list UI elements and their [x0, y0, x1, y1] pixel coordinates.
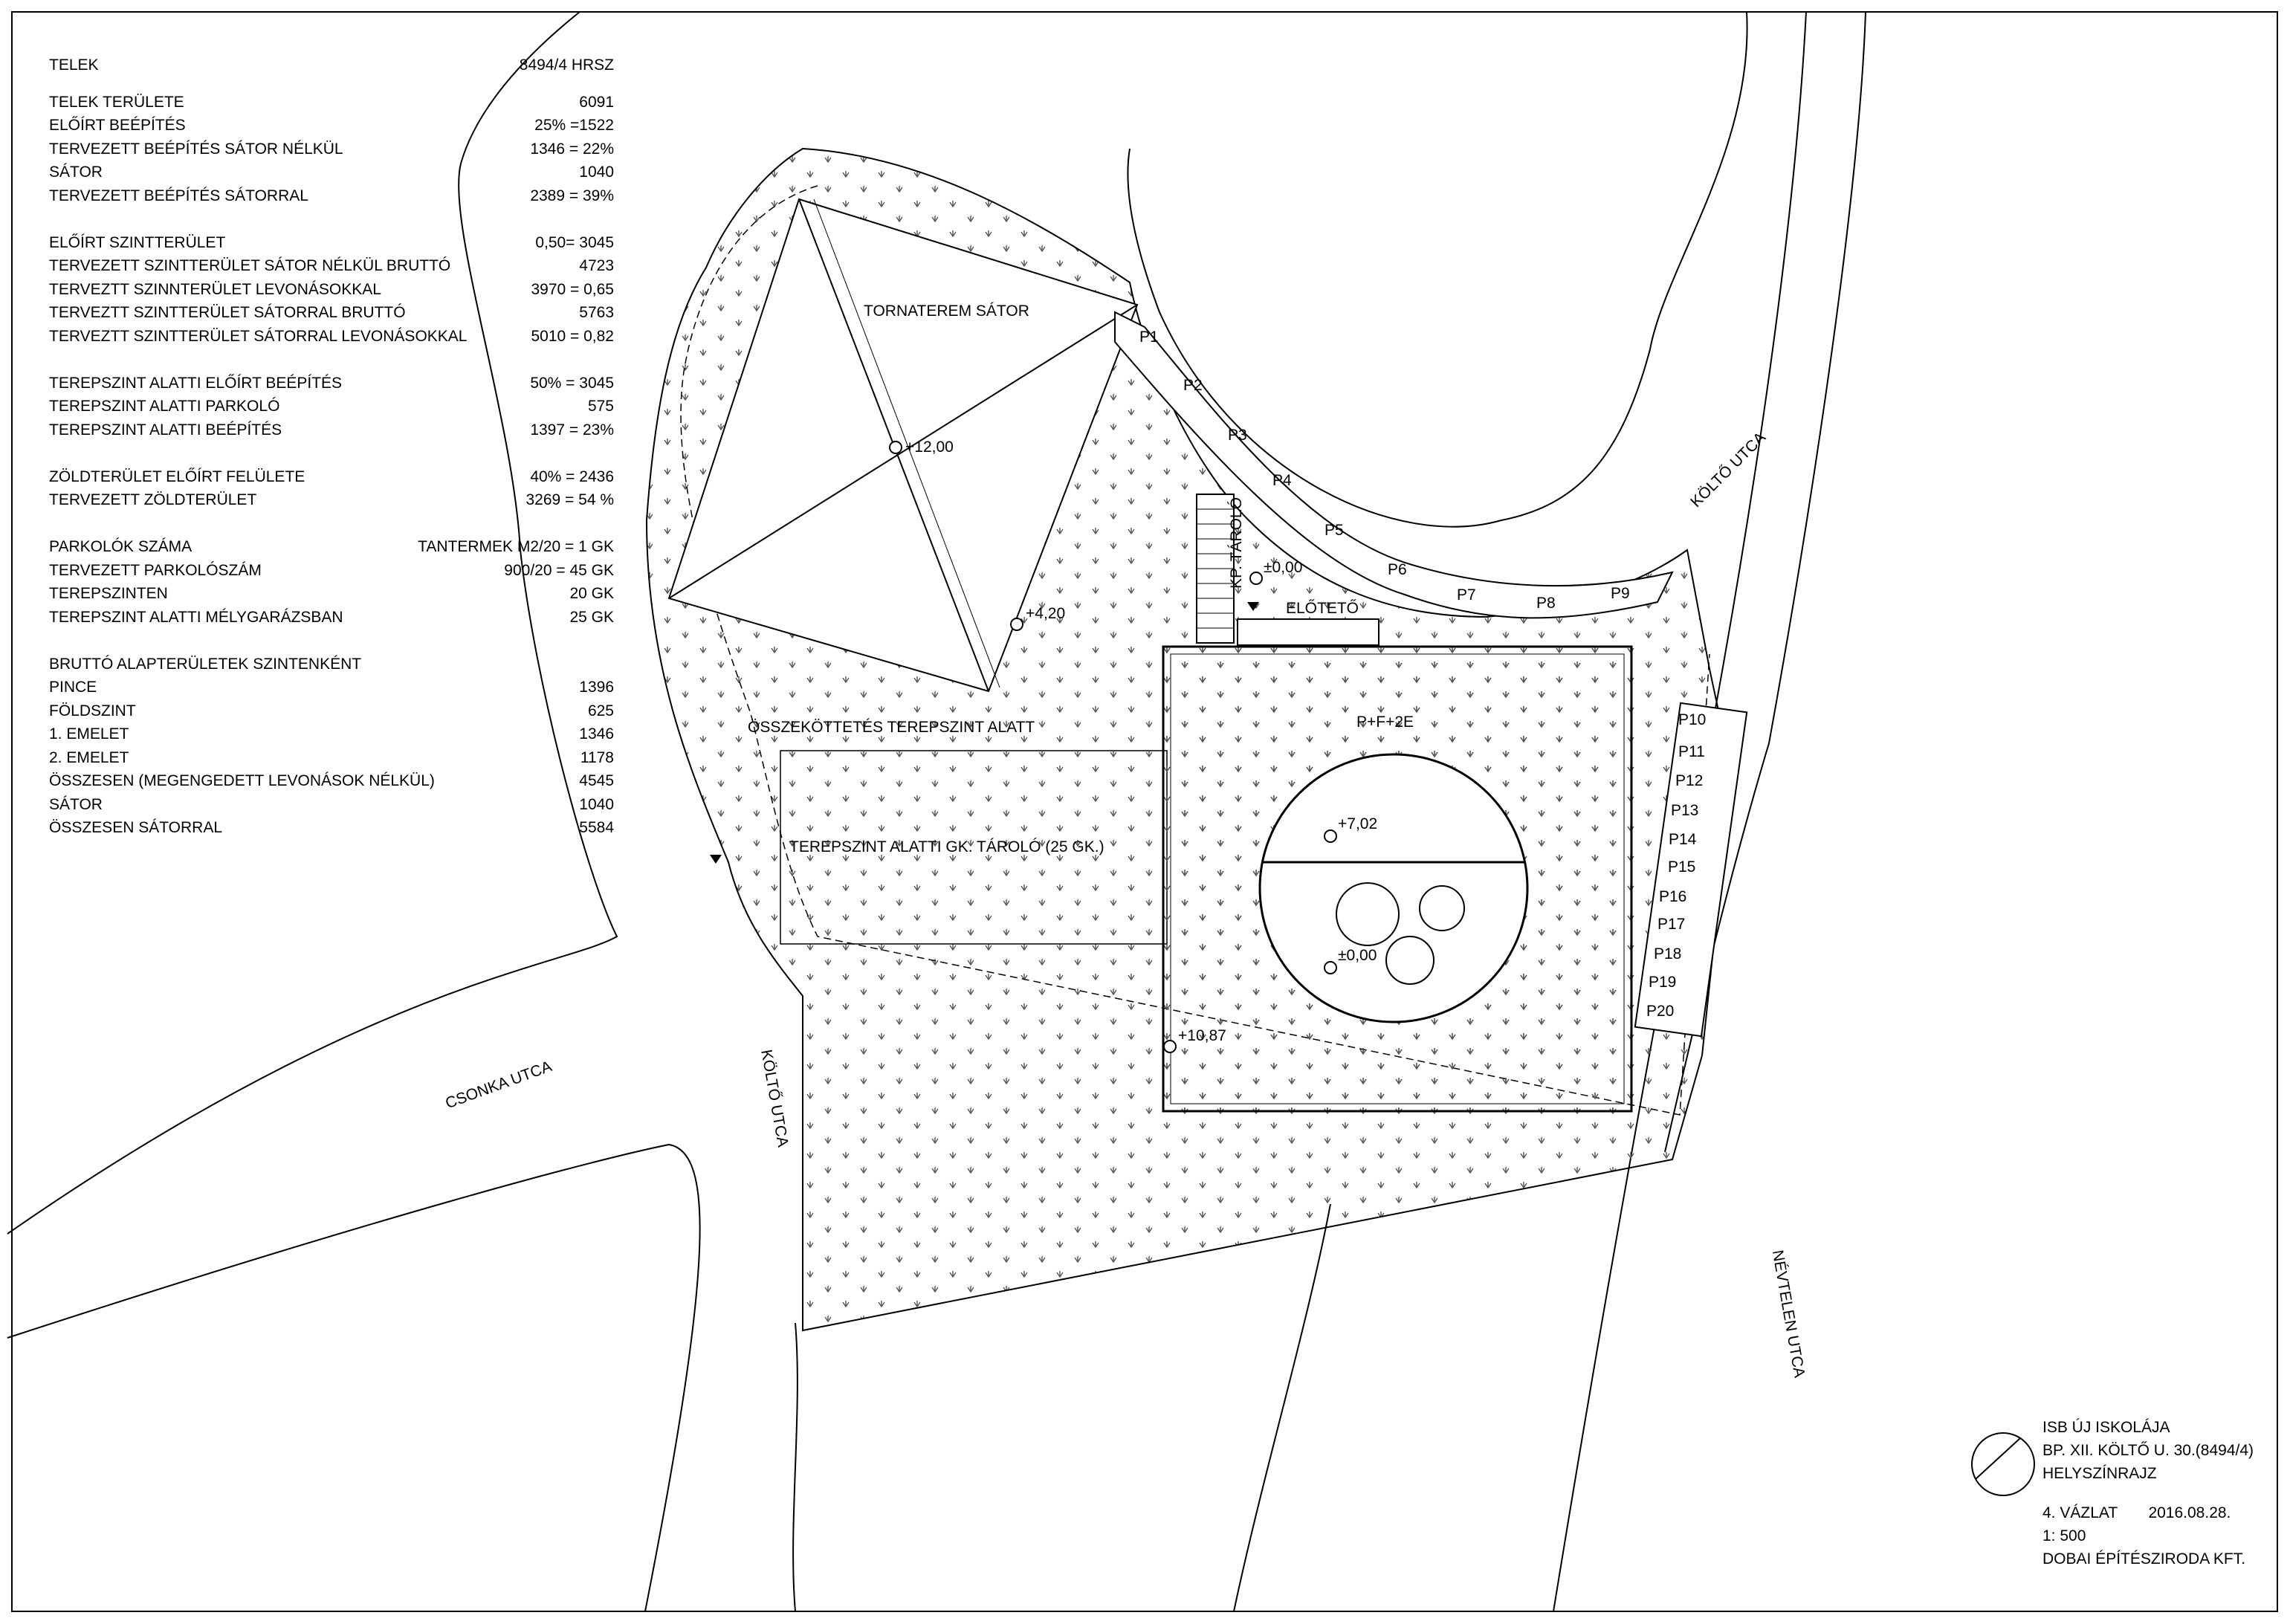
building-atrium	[1258, 753, 1529, 1023]
parking-label: P18	[1654, 945, 1681, 963]
street-label-csonka: CSONKA UTCA	[443, 1058, 554, 1112]
parking-label: P9	[1611, 585, 1630, 602]
table-row: BRUTTÓ ALAPTERÜLETEK SZINTENKÉNT	[49, 655, 362, 673]
label-building: P+F+2E	[1356, 714, 1414, 731]
bike-storage-hatch	[1197, 508, 1234, 629]
table-header-row: TELEK 8494/4 HRSZ	[49, 54, 614, 77]
parking-label: P6	[1388, 561, 1407, 578]
table-row: TERVEZTT SZINTTERÜLET SÁTORRAL LEVONÁSOK…	[49, 327, 614, 345]
parking-label: P15	[1668, 858, 1695, 876]
main-building-inner	[1170, 653, 1625, 1104]
label-elotető: ELŐTETŐ	[1286, 600, 1359, 617]
table-value: 8494/4 HRSZ	[519, 56, 614, 74]
parking-label: P10	[1678, 711, 1706, 728]
parking-label: P14	[1669, 831, 1697, 848]
parking-label: P4	[1272, 472, 1292, 489]
level-tent-low: +4,20	[1026, 605, 1065, 622]
level-tent-top: +12,00	[905, 439, 954, 456]
title-version-row: 4. VÁZLAT 2016.08.28.	[2042, 1501, 2254, 1524]
parking-strip-north	[1114, 311, 1674, 619]
level-building-corner: +10,87	[1178, 1027, 1226, 1044]
parking-label: P11	[1678, 743, 1705, 760]
title-project: ISB ÚJ ISKOLÁJA	[2042, 1419, 2170, 1436]
parking-label: P5	[1324, 522, 1344, 539]
sheet-frame	[11, 11, 2278, 1612]
street-label-kolto-sw: KÖLTŐ UTCA	[757, 1048, 792, 1148]
parking-label: P20	[1646, 1003, 1674, 1020]
parking-label: P2	[1183, 377, 1203, 394]
garage-entrance-arrow	[710, 855, 722, 864]
title-scale: 1: 500	[2042, 1527, 2086, 1544]
table-row: ÖSSZESEN (MEGENGEDETT LEVONÁSOK NÉLKÜL)4…	[49, 772, 614, 789]
street-label-kolto-ne: KÖLTŐ UTCA	[1687, 429, 1769, 511]
table-label: TELEK	[49, 56, 99, 74]
level-entrance: ±0,00	[1264, 559, 1302, 576]
entrance-arrow	[1247, 602, 1259, 611]
parking-label: P1	[1139, 329, 1159, 346]
label-osszekottetes: ÖSSZEKÖTTETÉS TEREPSZINT ALATT	[748, 719, 1035, 736]
level-roof: +7,02	[1338, 815, 1377, 832]
label-tornaterem: TORNATEREM SÁTOR	[864, 303, 1029, 320]
parking-strip-east	[1634, 702, 1748, 1038]
level-markers	[889, 441, 1337, 1053]
parking-label: P8	[1536, 595, 1556, 612]
atrium-pool-3	[1385, 936, 1435, 985]
title-block: ISB ÚJ ISKOLÁJA BP. XII. KÖLTŐ U. 30.(84…	[2042, 1416, 2254, 1570]
title-date: 2016.08.28.	[2148, 1504, 2231, 1521]
title-address: BP. XII. KÖLTŐ U. 30.(8494/4)	[2042, 1442, 2254, 1459]
atrium-pool-1	[1336, 882, 1400, 946]
label-kp-tarolo: KP. TÁROLÓ	[1228, 497, 1245, 589]
title-version: 4. VÁZLAT	[2042, 1504, 2118, 1521]
label-gk-tarolo: TEREPSZINT ALATTI GK. TÁROLÓ (25 GK.)	[789, 838, 1104, 855]
title-office: DOBAI ÉPÍTÉSZIRODA KFT.	[2042, 1550, 2246, 1568]
parking-label: P17	[1657, 916, 1685, 933]
canopy	[1237, 618, 1380, 646]
parking-label: P16	[1659, 888, 1686, 905]
parking-label: P19	[1649, 974, 1676, 991]
title-drawing: HELYSZÍNRAJZ	[2042, 1465, 2157, 1482]
street-label-nevtelen: NÉVTELEN UTCA	[1769, 1249, 1808, 1379]
parking-labels: P1 P2 P3 P4 P5 P6 P7 P8 P9 P10 P11 P12 P…	[1139, 329, 1706, 1020]
parking-label: P7	[1457, 586, 1476, 604]
parking-label: P3	[1228, 427, 1247, 444]
parking-label: P13	[1671, 802, 1698, 819]
gym-tent	[667, 198, 1139, 693]
north-arrow-icon	[1971, 1432, 2035, 1496]
level-court: ±0,00	[1338, 947, 1377, 964]
table-row: TERVEZETT SZINTTERÜLET SÁTOR NÉLKÜL BRUT…	[49, 257, 614, 274]
parking-label: P12	[1675, 772, 1703, 789]
atrium-pool-2	[1419, 885, 1465, 931]
